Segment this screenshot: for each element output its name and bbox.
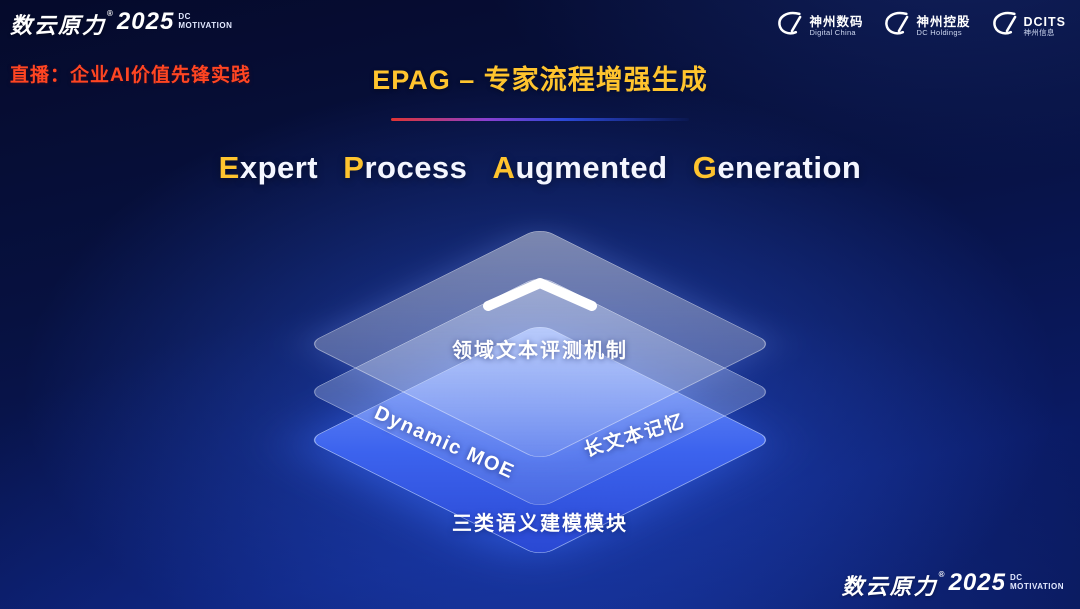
registered-mark: ®: [938, 570, 945, 579]
live-stream-tag: 直播：企业AI价值先锋实践: [10, 65, 252, 86]
logo-title: 神州控股: [916, 15, 971, 29]
brand-name: 数云原力: [10, 13, 107, 38]
brand-logo-bottom-right: 数云原力 ® 2025 DC MOTIVATION: [842, 569, 1064, 601]
partner-logos: 神州数码 Digital China 神州控股 DC Holdings DCIT…: [776, 10, 1066, 43]
logo-subtitle: Digital China: [809, 28, 856, 38]
dcits-swoosh-icon: [991, 10, 1019, 43]
logo-dc-holdings: 神州控股 DC Holdings: [883, 10, 970, 43]
top-layer-label: 领域文本评测机制: [452, 340, 628, 362]
logo-digital-china: 神州数码 Digital China: [776, 10, 863, 43]
logo-dcits: DCITS 神州信息: [991, 10, 1067, 43]
logo-subtitle: DC Holdings: [916, 28, 962, 38]
title-word: Generation: [692, 150, 862, 185]
brand-year: 2025: [116, 8, 175, 35]
logo-subtitle: 神州信息: [1023, 28, 1055, 38]
slide-title: EPAG – 专家流程增强生成: [372, 65, 708, 95]
brand-logo-top-left: 数云原力 ® 2025 DC MOTIVATION: [10, 8, 232, 40]
digital-china-swoosh-icon: [776, 10, 804, 43]
title-word: Expert: [218, 150, 319, 185]
chevron-up-icon: [480, 276, 600, 319]
brand-year: 2025: [948, 569, 1006, 596]
title-word: Process: [343, 150, 468, 185]
brand-subtitle: DC MOTIVATION: [178, 12, 233, 31]
logo-title: 神州数码: [809, 15, 864, 29]
dc-holdings-swoosh-icon: [883, 10, 911, 43]
bottom-layer-label: 三类语义建模模块: [452, 513, 628, 535]
brand-name: 数云原力: [841, 574, 938, 599]
logo-title: DCITS: [1023, 15, 1066, 29]
main-title: Expert Process Augmented Generation: [0, 150, 1080, 186]
title-divider-gradient: [391, 118, 689, 121]
brand-subtitle: DC MOTIVATION: [1009, 573, 1064, 592]
title-word: Augmented: [492, 150, 668, 185]
registered-mark: ®: [107, 9, 113, 18]
